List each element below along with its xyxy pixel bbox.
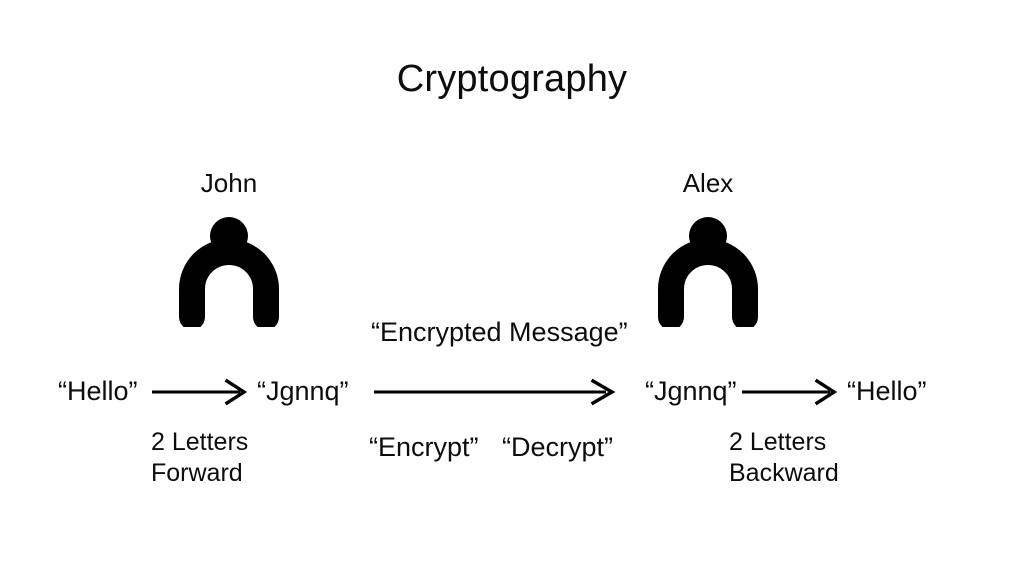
sender-ciphertext: “Jgnnq” (257, 376, 349, 406)
receiver-name-label: Alex (682, 168, 734, 198)
person-icon (658, 217, 758, 327)
sender-caption-line1: 2 Letters (151, 428, 249, 456)
sender-plaintext: “Hello” (58, 376, 138, 406)
encrypted-message-label: “Encrypted Message” (371, 317, 628, 347)
person-icon (179, 217, 279, 327)
sender-caption-line2: Forward (151, 459, 243, 487)
receiver-caption-line1: 2 Letters (729, 428, 827, 456)
channel-arrow (374, 378, 616, 406)
receiver-caption: 2 Letters Backward (729, 427, 839, 489)
decrypt-label: “Decrypt” (502, 432, 614, 462)
receiver-ciphertext: “Jgnnq” (645, 376, 737, 406)
receiver-plaintext: “Hello” (847, 376, 927, 406)
sender-name-label: John (200, 168, 258, 198)
page-title: Cryptography (396, 58, 628, 100)
encrypt-arrow (152, 378, 248, 406)
decrypt-arrow (742, 378, 838, 406)
sender-group: John (129, 168, 329, 327)
sender-caption: 2 Letters Forward (151, 427, 248, 489)
encrypt-label: “Encrypt” (369, 432, 479, 462)
receiver-group: Alex (608, 168, 808, 327)
receiver-caption-line2: Backward (729, 459, 839, 487)
